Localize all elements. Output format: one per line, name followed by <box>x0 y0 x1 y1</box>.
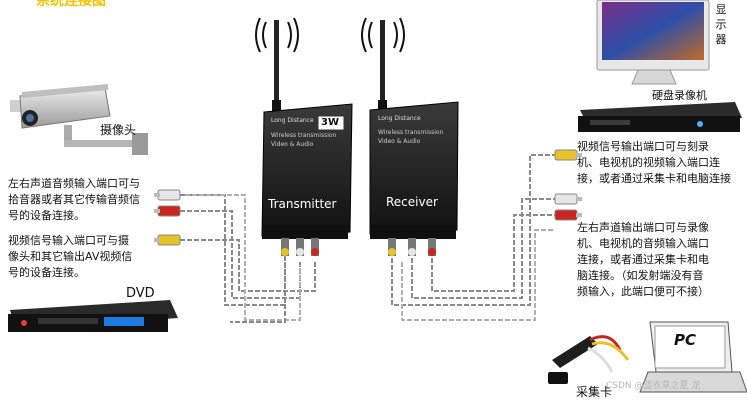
watermark: CSDN @蓝衣草之夏 龙 <box>606 378 700 394</box>
note-line: 左右声道输出端口可与录像 <box>577 220 709 236</box>
receiver-subtitle-2: Video & Audio <box>378 137 420 146</box>
dvd-label: DVD <box>126 286 155 302</box>
receiver-rca-ports <box>388 238 436 256</box>
camera-label: 摄像头 <box>100 122 136 138</box>
transmitter-subtitle-2: Video & Audio <box>271 140 313 149</box>
note-line: 拾音器或者其它传输音频信 <box>8 192 140 208</box>
note-line: 机、电视机的音频输入端口 <box>577 236 709 252</box>
camera-device <box>10 84 148 155</box>
note-line: 左右声道音频输入端口可与 <box>8 176 140 192</box>
dvr-label: 硬盘录像机 <box>652 88 707 104</box>
note-line: 号的设备连接。 <box>8 265 132 281</box>
transmitter-badge: 3W <box>321 115 339 131</box>
note-line: 视频信号输出端口可与刻录 <box>577 139 731 155</box>
note-line: 脑连接。（如发射端没有音 <box>577 268 709 284</box>
left-audio-note: 左右声道音频输入端口可与 拾音器或者其它传输音频信 号的设备连接。 <box>8 176 140 224</box>
right-audio-note: 左右声道输出端口可与录像 机、电视机的音频输入端口 连接，或者通过采集卡和电 脑… <box>577 220 709 300</box>
dvr-device <box>578 102 742 132</box>
receiver-label: Receiver <box>386 194 438 210</box>
dvd-device <box>8 300 178 332</box>
note-line: 接，或者通过采集卡和电脑连接 <box>577 171 731 187</box>
monitor-label: 显 示 器 <box>714 2 728 47</box>
left-rca-plugs <box>154 190 180 245</box>
top-title: 系统连接图 <box>36 0 106 9</box>
transmitter-label: Transmitter <box>268 196 336 212</box>
right-video-note: 视频信号输出端口可与刻录 机、电视机的视频输入端口连 接，或者通过采集卡和电脑连… <box>577 139 731 187</box>
left-video-note: 视频信号输入端口可与摄 像头和其它输出AV视频信 号的设备连接。 <box>8 233 132 281</box>
note-line: 像头和其它输出AV视频信 <box>8 249 132 265</box>
receiver-subtitle-1: Wireless transmission <box>378 128 443 137</box>
transmitter-brand: Long Distance <box>271 116 314 125</box>
note-line: 机、电视机的视频输入端口连 <box>577 155 731 171</box>
receiver-brand: Long Distance <box>378 114 421 123</box>
note-line: 号的设备连接。 <box>8 208 140 224</box>
note-line: 频输入，此端口便可不接） <box>577 284 709 300</box>
transmitter-rca-ports <box>281 238 319 256</box>
note-line: 视频信号输入端口可与摄 <box>8 233 132 249</box>
transmitter-subtitle-1: Wireless transmission <box>271 131 336 140</box>
pc-label: PC <box>674 332 696 348</box>
note-line: 连接，或者通过采集卡和电 <box>577 252 709 268</box>
capture-card-device <box>548 336 628 384</box>
monitor-device <box>597 0 709 84</box>
